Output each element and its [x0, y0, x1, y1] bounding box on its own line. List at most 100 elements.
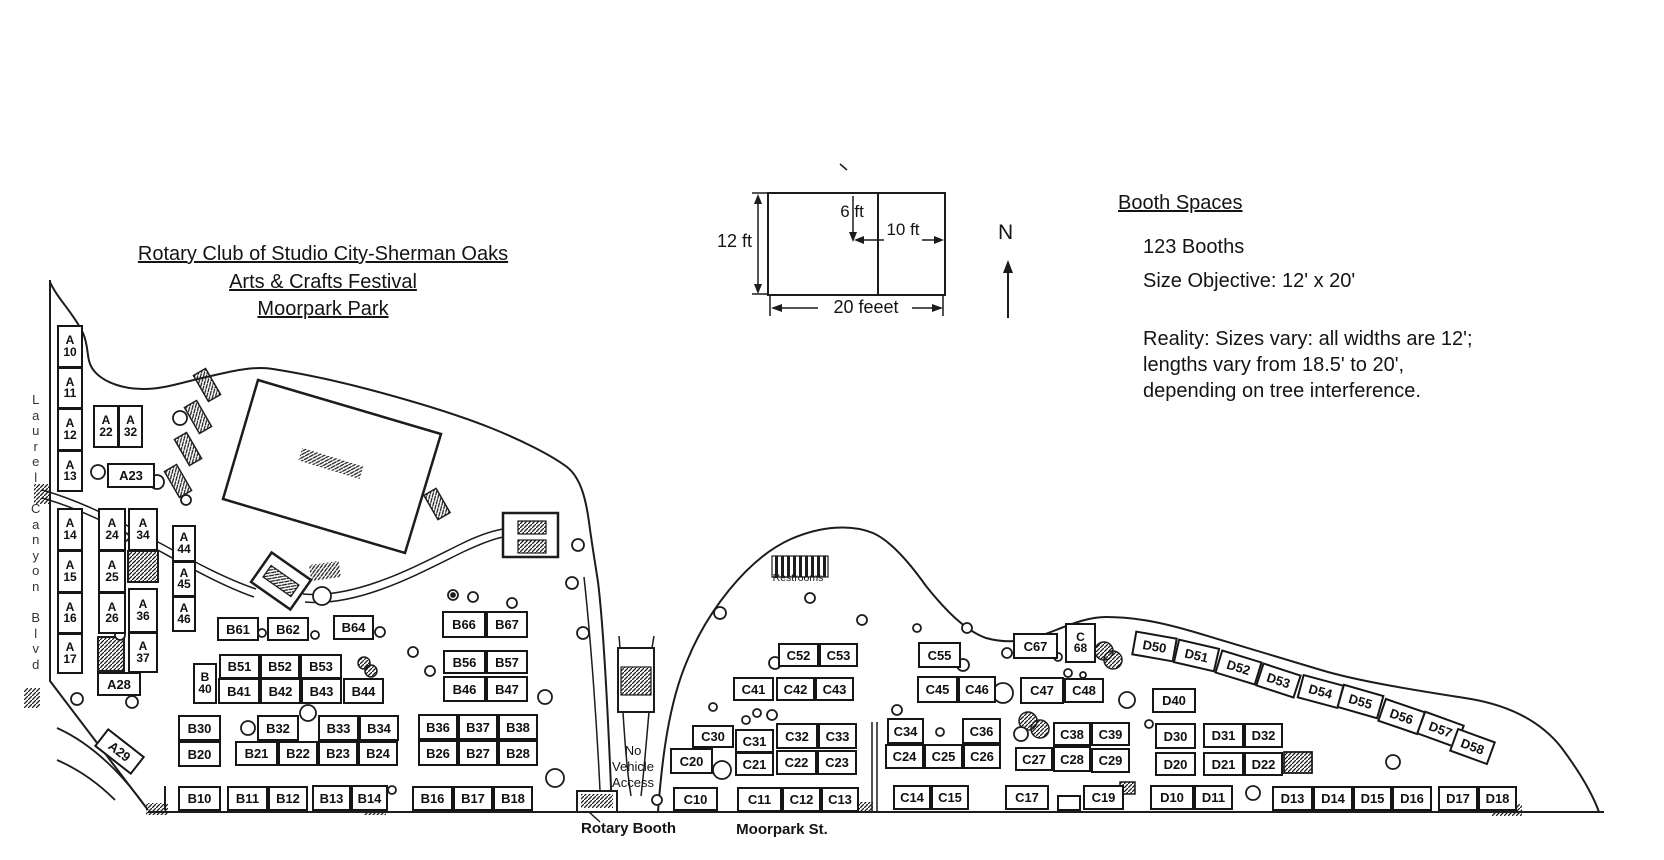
booth-B22: B22	[278, 741, 318, 766]
booth-A14: A 14	[57, 508, 83, 551]
access-corridor	[617, 635, 655, 797]
booth-C30: C30	[692, 725, 734, 748]
booth-D18: D18	[1478, 786, 1517, 811]
booth-C39: C39	[1091, 722, 1130, 746]
booth-C33: C33	[818, 723, 857, 749]
info-size-objective: Size Objective: 12' x 20'	[1143, 270, 1356, 292]
dim-width-label: 12 ft	[716, 231, 752, 251]
booth-A25: A 25	[98, 550, 126, 593]
booth-D20: D20	[1155, 752, 1196, 776]
north-label: N	[998, 221, 1014, 244]
booth-C32: C32	[776, 723, 818, 749]
booth-C13: C13	[821, 787, 859, 812]
booth-B37: B37	[458, 714, 498, 740]
booth-D10: D10	[1150, 785, 1194, 810]
booth-C29: C29	[1091, 748, 1130, 773]
booth-C45: C45	[917, 676, 958, 703]
booth-A16: A 16	[57, 592, 83, 634]
rotary-booth-label: Rotary Booth	[581, 820, 676, 837]
booth-B62: B62	[267, 617, 309, 641]
tree-hatch-boxes	[97, 367, 1313, 795]
booth-B32: B32	[257, 715, 299, 741]
info-booth-count: 123 Booths	[1143, 236, 1245, 258]
booth-D13: D13	[1272, 786, 1313, 811]
booth-B56: B56	[443, 650, 486, 674]
booth-D32: D32	[1244, 723, 1283, 748]
booth-D30: D30	[1155, 723, 1196, 749]
booth-B47: B47	[486, 676, 528, 702]
booth-C15: C15	[931, 785, 969, 810]
booth-D17: D17	[1438, 786, 1478, 811]
booth-C24: C24	[885, 744, 924, 769]
booth-B12: B12	[268, 786, 308, 811]
booth-C17: C17	[1005, 785, 1049, 810]
booth-C68: C 68	[1065, 623, 1096, 663]
booth-C43: C43	[815, 677, 854, 701]
booth-D21: D21	[1203, 752, 1244, 776]
booth-B13: B13	[312, 785, 351, 811]
booth-c-blank	[1057, 795, 1081, 811]
booth-A24: A 24	[98, 508, 126, 551]
dim-offset-label: 6 ft	[840, 202, 864, 221]
booth-A12: A 12	[57, 408, 83, 451]
booth-A26: A 26	[98, 592, 126, 634]
booth-A11: A 11	[57, 367, 83, 409]
booth-C11: C11	[737, 787, 782, 812]
booth-B52: B52	[260, 654, 300, 679]
booth-B33: B33	[318, 715, 359, 741]
booth-B26: B26	[418, 740, 458, 766]
booth-B36: B36	[418, 714, 458, 740]
restrooms-building-icon	[501, 511, 560, 559]
booth-A37: A 37	[128, 632, 158, 673]
restrooms-icon	[771, 555, 829, 578]
booth-C31: C31	[735, 729, 774, 753]
booth-B67: B67	[486, 611, 528, 638]
info-heading: Booth Spaces	[1118, 192, 1243, 214]
booth-C25: C25	[924, 744, 963, 769]
booth-C10: C10	[673, 787, 718, 811]
booth-C47: C47	[1020, 677, 1064, 704]
booth-C28: C28	[1053, 746, 1091, 772]
booth-B42: B42	[260, 678, 301, 704]
booth-C36: C36	[962, 718, 1001, 744]
booth-D31: D31	[1203, 723, 1244, 748]
info-reality-note: Reality: Sizes vary: all widths are 12';…	[1143, 328, 1473, 402]
booth-C34: C34	[887, 718, 924, 744]
north-arrow-icon	[1003, 260, 1013, 318]
booth-B28: B28	[498, 740, 538, 766]
tree-circles	[70, 410, 1432, 806]
booth-B43: B43	[301, 678, 342, 704]
booth-A45: A 45	[172, 561, 196, 597]
booth-B27: B27	[458, 740, 498, 766]
booth-C12: C12	[782, 787, 821, 812]
booth-D22: D22	[1244, 752, 1283, 776]
booth-B61: B61	[217, 617, 259, 641]
booth-B41: B41	[218, 678, 260, 704]
booth-B16: B16	[412, 786, 453, 811]
booth-B21: B21	[235, 741, 278, 766]
booth-C20: C20	[670, 748, 713, 774]
booth-A10: A 10	[57, 325, 83, 368]
booth-A46: A 46	[172, 596, 196, 632]
booth-B20: B20	[178, 741, 221, 767]
booth-B14: B14	[351, 785, 388, 811]
booth-B40: B 40	[193, 663, 217, 704]
park-road	[41, 489, 504, 604]
booth-A44: A 44	[172, 525, 196, 562]
booth-B44: B44	[343, 678, 384, 704]
booth-C52: C52	[778, 643, 819, 667]
booth-D16: D16	[1392, 786, 1432, 811]
booth-B64: B64	[333, 615, 374, 640]
booth-C48: C48	[1064, 678, 1104, 703]
booth-C23: C23	[817, 750, 857, 775]
booth-D11: D11	[1194, 785, 1233, 810]
booth-A34: A 34	[128, 508, 158, 551]
booth-B53: B53	[300, 654, 342, 679]
booth-B10: B10	[178, 786, 221, 811]
booth-D40: D40	[1152, 688, 1196, 713]
booth-A23: A23	[107, 463, 155, 488]
booth-C46: C46	[958, 676, 996, 703]
booth-C26: C26	[963, 744, 1001, 769]
